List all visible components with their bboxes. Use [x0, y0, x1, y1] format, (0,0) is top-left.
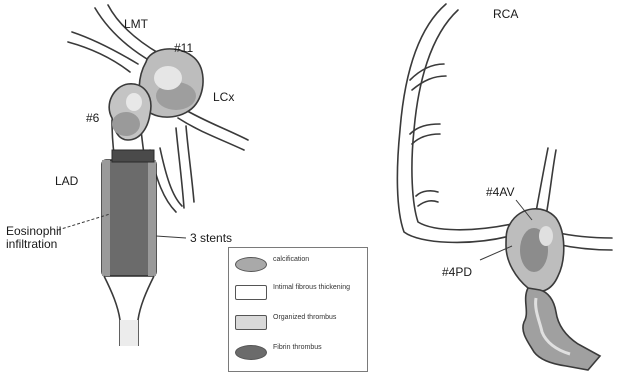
label-seg4pd: #4PD: [442, 266, 472, 279]
legend-box: calcification Intimal fibrous thickening…: [228, 247, 368, 372]
label-seg6: #6: [86, 112, 99, 125]
aneurysm-6-lumen: [126, 93, 142, 111]
legend-item-calcification: calcification: [235, 254, 365, 276]
label-lad: LAD: [55, 175, 78, 188]
legend-swatch: [235, 315, 267, 330]
legend-swatch: [235, 345, 267, 360]
legend-item-organized: Organized thrombus: [235, 312, 365, 334]
stent-band: [112, 150, 154, 162]
rca-branch-1: [410, 64, 446, 90]
legend-swatch: [235, 285, 267, 300]
upper-left-branch: [68, 32, 138, 72]
legend-label: calcification: [273, 256, 365, 264]
label-lmt: LMT: [124, 18, 148, 31]
right-coronary-tree: [397, 4, 612, 250]
label-seg11: #11: [174, 42, 193, 55]
legend-item-fibrin: Fibrin thrombus: [235, 342, 365, 364]
legend-swatch: [235, 257, 267, 272]
lad-stent-segment: [102, 160, 156, 276]
legend-label: Organized thrombus: [273, 314, 365, 322]
legend-item-intimal: Intimal fibrous thickening: [235, 282, 365, 304]
lad-distal-lumen: [120, 320, 138, 346]
label-seg4av: #4AV: [486, 186, 514, 199]
lad-organized-rim-right: [148, 160, 156, 276]
lad-organized-rim: [102, 160, 110, 276]
stents-leader: [156, 236, 186, 238]
rca-aneurysm-lumen: [539, 226, 553, 246]
aneurysm-11-lumen: [154, 66, 182, 90]
av-branch: [536, 148, 556, 216]
legend-label: Fibrin thrombus: [273, 344, 365, 352]
legend-label: Intimal fibrous thickening: [273, 284, 365, 292]
lmt-vessel: [95, 5, 160, 62]
lcx-branch-2: [176, 126, 194, 208]
label-lcx: LCx: [213, 91, 234, 104]
aneurysm-6-calcification: [112, 112, 140, 136]
label-stents: 3 stents: [190, 232, 232, 245]
rca-branch-3: [416, 191, 438, 206]
label-eosinophil: Eosinophil infiltration: [6, 225, 61, 251]
label-rca: RCA: [493, 8, 518, 21]
